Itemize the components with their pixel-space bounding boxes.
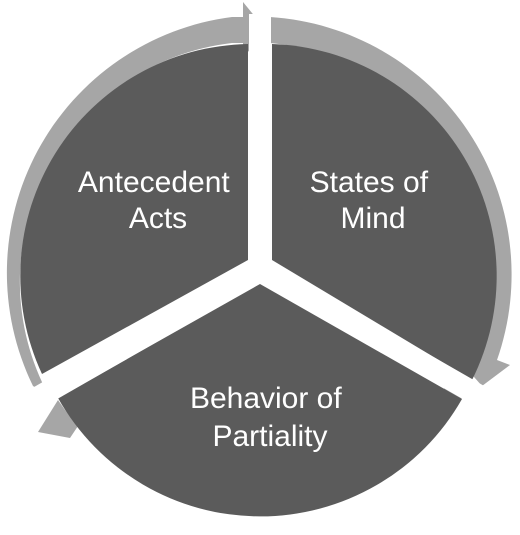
- segment-states-of-mind: [272, 44, 497, 380]
- label-behavior-of-partiality: Behavior of Partiality: [190, 382, 350, 453]
- cycle-arrows: [6, 2, 512, 503]
- separator-left: [24, 260, 266, 412]
- label-antecedent-acts: Antecedent Acts: [78, 166, 238, 235]
- cycle-segments: [20, 44, 497, 517]
- arrow-top-left: [6, 2, 266, 396]
- segment-behavior-of-partiality: [58, 284, 462, 517]
- label-states-of-mind: States of Mind: [310, 166, 437, 235]
- arrow-right: [270, 17, 512, 386]
- segment-antecedent-acts: [20, 44, 248, 374]
- segment-separators: [24, 14, 496, 412]
- separator-right: [254, 260, 496, 412]
